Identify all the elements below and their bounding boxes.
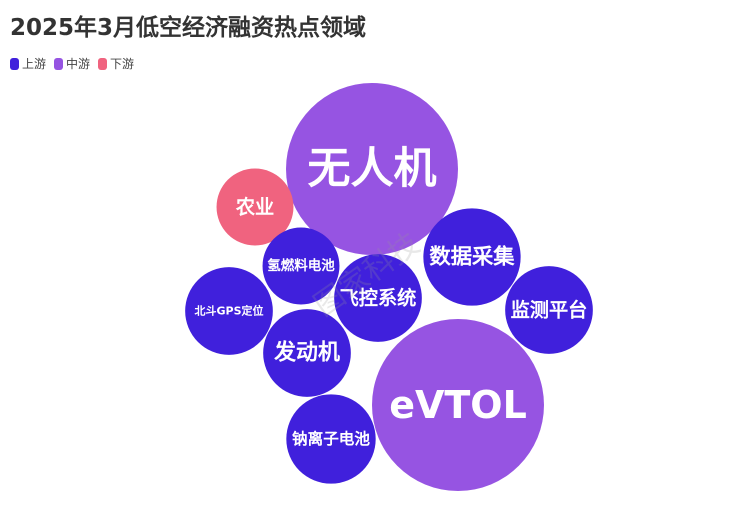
bubble-label: 数据采集 bbox=[429, 244, 515, 270]
bubble-label: 农业 bbox=[235, 196, 274, 219]
legend-label: 上游 bbox=[22, 57, 47, 71]
legend-swatch bbox=[10, 57, 19, 70]
bubble-2[interactable]: 氢燃料电池 bbox=[262, 227, 340, 305]
bubble-label: 监测平台 bbox=[511, 299, 588, 322]
bubble-6[interactable]: 监测平台 bbox=[505, 266, 593, 354]
bubble-label: 无人机 bbox=[308, 144, 437, 194]
bubble-0[interactable]: 无人机 bbox=[286, 83, 458, 255]
bubble-circle[interactable] bbox=[216, 168, 294, 246]
bubble-label: 氢燃料电池 bbox=[267, 257, 335, 274]
bubble-circle[interactable] bbox=[334, 254, 422, 342]
bubble-label: 发动机 bbox=[273, 340, 340, 366]
bubble-circle[interactable] bbox=[372, 319, 544, 491]
legend-item-upstream[interactable]: 上游 bbox=[10, 55, 46, 72]
bubble-circle[interactable] bbox=[185, 267, 273, 355]
bubble-3[interactable]: 北斗GPS定位 bbox=[185, 267, 273, 355]
chart-title: 2025年3月低空经济融资热点领域 bbox=[10, 15, 367, 41]
bubble-circle[interactable] bbox=[286, 83, 458, 255]
legend-label: 中游 bbox=[66, 57, 91, 71]
legend-swatch bbox=[54, 57, 64, 70]
bubble-circle[interactable] bbox=[505, 266, 593, 354]
bubble-5[interactable]: 数据采集 bbox=[423, 208, 521, 306]
bubble-circle[interactable] bbox=[286, 394, 376, 484]
legend-item-downstream[interactable]: 下游 bbox=[98, 55, 134, 72]
bubble-1[interactable]: 农业 bbox=[216, 168, 294, 246]
legend-item-midstream[interactable]: 中游 bbox=[54, 55, 90, 72]
bubble-label: 钠离子电池 bbox=[292, 429, 370, 448]
legend-label: 下游 bbox=[110, 57, 135, 71]
legend-swatch bbox=[98, 57, 108, 70]
bubble-label: 北斗GPS定位 bbox=[194, 304, 263, 318]
bubble-9[interactable]: 钠离子电池 bbox=[286, 394, 376, 484]
legend: 上游 中游 下游 bbox=[10, 55, 134, 72]
bubble-label: 飞控系统 bbox=[340, 287, 417, 310]
bubble-4[interactable]: 飞控系统 bbox=[334, 254, 422, 342]
bubble-circle[interactable] bbox=[262, 227, 340, 305]
bubble-8[interactable]: eVTOL bbox=[372, 319, 544, 491]
bubble-label: eVTOL bbox=[389, 383, 527, 427]
bubble-7[interactable]: 发动机 bbox=[263, 309, 351, 397]
bubble-circle[interactable] bbox=[263, 309, 351, 397]
bubble-circle[interactable] bbox=[423, 208, 521, 306]
